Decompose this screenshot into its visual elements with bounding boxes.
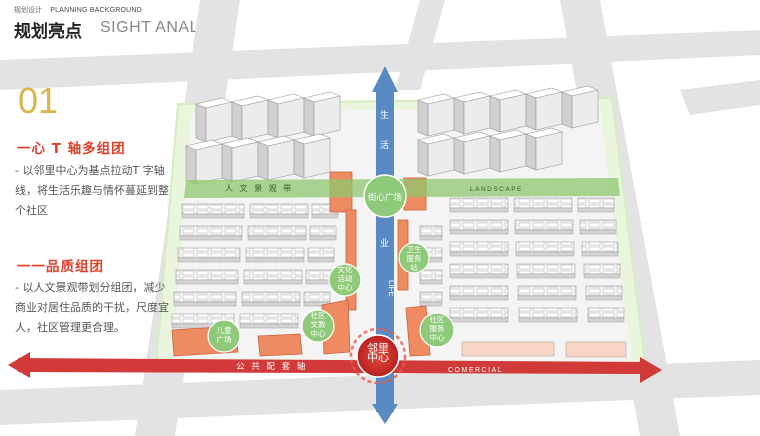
node-community-edu: 社区文教中心 (301, 309, 335, 343)
commercial-label-en: COMERCIAL (448, 367, 503, 374)
lowrise-building (419, 225, 443, 241)
lowrise-building (449, 219, 509, 235)
tower-building (416, 133, 456, 177)
lowrise-building (175, 269, 239, 285)
lowrise-building (419, 291, 443, 307)
tower-building (220, 137, 260, 183)
node-neighborhood-center: 邻里中心 (349, 327, 407, 385)
lowrise-building (581, 241, 619, 257)
node-elderly-center: 社区服务中心 (419, 312, 455, 348)
section-2-body: - 以人文景观带划分组团，减少商业对居住品质的干扰，尺度宜人，社区管理更合理。 (15, 281, 169, 334)
section-number: 01 (18, 80, 59, 121)
node-children-plaza-label: 儿童广场 (217, 325, 232, 344)
tower-building (524, 127, 564, 171)
lowrise-building (514, 219, 574, 235)
node-central-plaza: 街心广场 (363, 174, 407, 218)
tower-building (266, 93, 306, 139)
lowrise-building (181, 203, 245, 219)
node-culture-center-label: 文化活动中心 (338, 264, 353, 292)
life-axis-char-4: 业 (380, 238, 389, 249)
lowrise-building (583, 263, 621, 279)
lowrise-building (307, 247, 335, 263)
life-axis-en: LIFE (387, 280, 396, 297)
tower-building (416, 93, 456, 137)
lowrise-building (419, 269, 443, 285)
lowrise-building (515, 241, 575, 257)
lowrise-blocks-west (171, 203, 339, 329)
lowrise-building (585, 285, 623, 301)
lowrise-building (577, 197, 615, 213)
life-axis: 生 活 商 业 LIFE (372, 66, 398, 424)
lowrise-building (517, 285, 577, 301)
lowrise-building (241, 291, 301, 307)
lowrise-building (516, 263, 576, 279)
south-lowrise-block (461, 341, 627, 358)
tower-building (194, 97, 234, 143)
node-elderly-center-label: 社区服务中心 (430, 314, 445, 342)
tower-building (184, 139, 224, 185)
tower-building (524, 87, 564, 131)
header-small-en: PLANNING BACKGROUND (50, 7, 142, 14)
life-axis-char-1: 生 (380, 109, 389, 121)
node-central-plaza-label: 街心广场 (368, 192, 402, 203)
tower-building (302, 91, 342, 137)
tower-building (452, 131, 492, 175)
landscape-label-en: LANDSCAPE (470, 186, 523, 193)
tower-building (256, 135, 296, 181)
tower-building (560, 85, 600, 129)
lowrise-building (518, 307, 578, 323)
tower-blocks-northeast (416, 85, 600, 177)
lowrise-building (305, 269, 333, 285)
section-1-title: 一心 T 轴多组团 (17, 141, 126, 157)
lowrise-building (303, 291, 331, 307)
tower-building (488, 89, 528, 133)
tower-building (488, 129, 528, 173)
lowrise-building (449, 241, 509, 257)
lowrise-building (245, 247, 305, 263)
tower-building (452, 91, 492, 135)
page-title: 规划亮点 (14, 22, 82, 42)
node-children-plaza: 儿童广场 (207, 319, 241, 353)
section-2-title: 一一品质组团 (17, 259, 104, 275)
lowrise-building (309, 225, 337, 241)
life-axis-char-2: 活 (380, 139, 389, 151)
lowrise-building (247, 225, 307, 241)
tower-blocks-northwest (184, 91, 342, 185)
lowrise-building (449, 197, 509, 213)
commercial-label-cn: 公 共 配 套 轴 (236, 361, 307, 372)
lowrise-building (449, 285, 509, 301)
lowrise-building (179, 225, 243, 241)
lowrise-building (513, 197, 573, 213)
lowrise-building (249, 203, 309, 219)
lowrise-building (449, 307, 509, 323)
header-small: 规划设计 PLANNING BACKGROUND (14, 5, 142, 15)
section-1-body: - 以邻里中心为基点拉动T 字轴线，将生活乐趣与情怀蔓延到整个社区 (15, 164, 169, 217)
node-community-edu-label: 社区文教中心 (311, 310, 326, 338)
lowrise-building (173, 291, 237, 307)
lowrise-building (587, 307, 625, 323)
header-small-cn: 规划设计 (14, 6, 42, 14)
lowrise-building (579, 219, 617, 235)
tower-building (230, 95, 270, 141)
node-neighborhood-center-label: 邻里中心 (367, 342, 389, 364)
lowrise-building (449, 263, 509, 279)
lowrise-building (239, 313, 299, 329)
lowrise-building (243, 269, 303, 285)
landscape-label-cn: 人 文 景 观 带 (225, 183, 293, 193)
tower-building (292, 133, 332, 179)
lowrise-building (177, 247, 241, 263)
node-health-service-label: 卫生服务站 (407, 244, 422, 272)
node-health-service: 卫生服务站 (398, 242, 430, 274)
node-culture-center: 文化活动中心 (328, 263, 362, 297)
commercial-axis: 公 共 配 套 轴 COMERCIAL (8, 352, 662, 383)
